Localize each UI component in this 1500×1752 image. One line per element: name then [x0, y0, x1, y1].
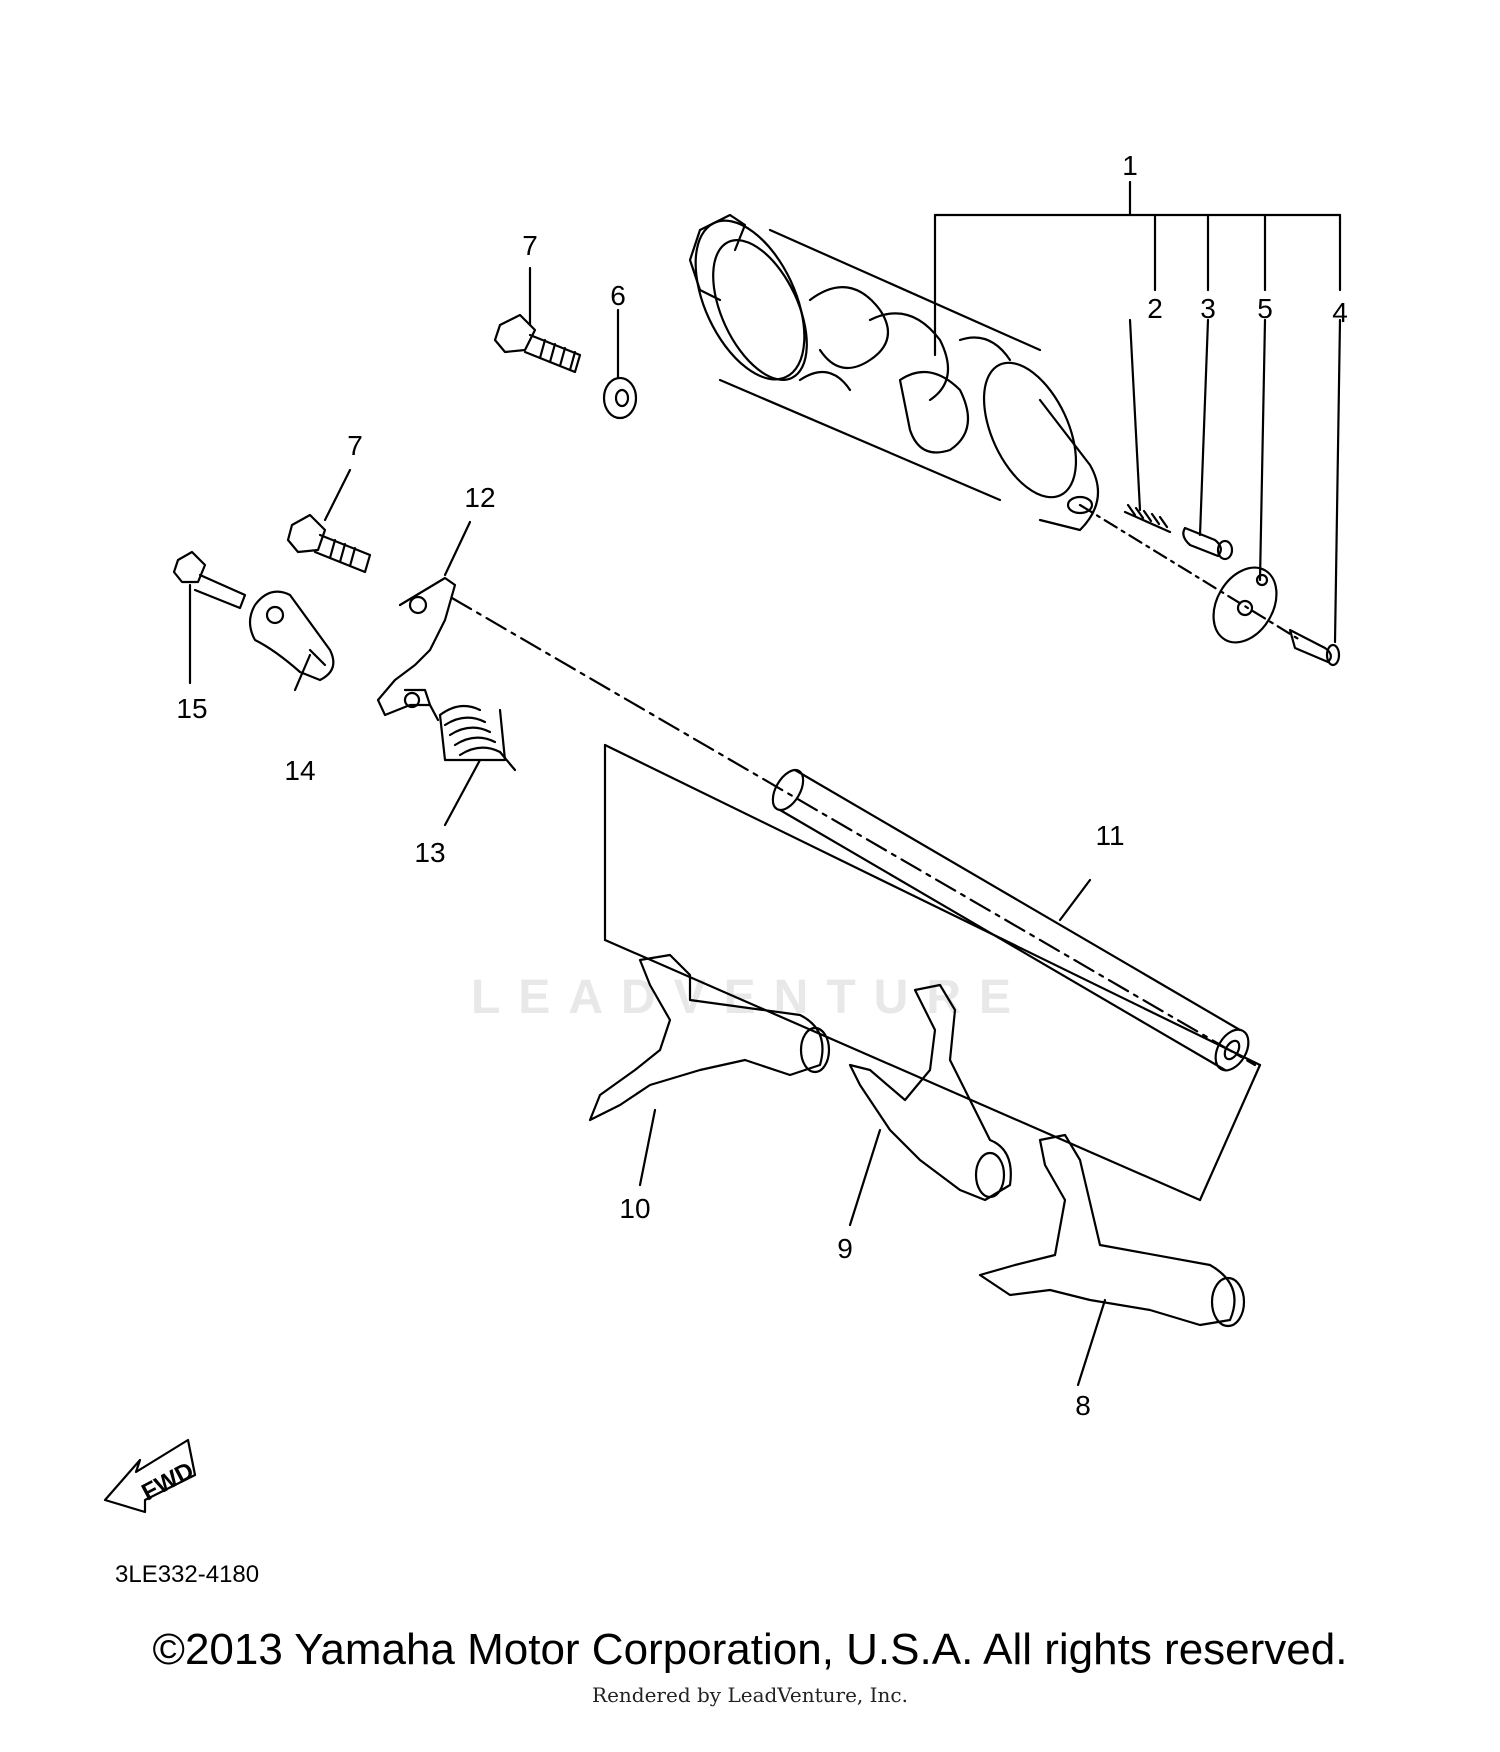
callout-5: 5: [1257, 293, 1273, 324]
leader-lines: [190, 268, 1340, 1385]
callout-1: 1: [1122, 150, 1138, 181]
callout-2: 2: [1147, 293, 1163, 324]
rendered-by-notice: Rendered by LeadVenture, Inc.: [592, 1683, 908, 1707]
callout-14: 14: [284, 755, 315, 786]
watermark: LEADVENTURE: [470, 971, 1030, 1024]
callout-9: 9: [837, 1233, 853, 1264]
callout-7-lower: 7: [347, 430, 363, 461]
washer-6: [604, 378, 636, 418]
fwd-arrow: [105, 1440, 195, 1512]
callout-11: 11: [1095, 820, 1124, 851]
diagram-part-number: 3LE332-4180: [115, 1561, 259, 1588]
callout-13: 13: [414, 837, 445, 868]
callout-labels: 1 2 3 5 4 7 6 7 12 15 14 13 11 10 9 8 FW…: [115, 150, 1348, 1588]
callout-15: 15: [176, 693, 207, 724]
bolt-15: [174, 552, 245, 608]
callout-8: 8: [1075, 1390, 1091, 1421]
shift-fork-10: [590, 955, 829, 1120]
shift-drum: [673, 204, 1098, 530]
shift-fork-8: [980, 1135, 1244, 1326]
fork-bracket: [605, 745, 1260, 1200]
stopper-lever-14: [250, 592, 333, 680]
copyright-notice: ©2013 Yamaha Motor Corporation, U.S.A. A…: [152, 1625, 1348, 1674]
callout-4: 4: [1332, 297, 1348, 328]
shift-lever-12: [378, 578, 455, 715]
torsion-spring-13: [430, 705, 515, 770]
bolt-7-lower: [288, 515, 370, 572]
callout-12: 12: [464, 482, 495, 513]
detent-parts: [1080, 505, 1339, 665]
callout-7-upper: 7: [522, 230, 538, 261]
assembly-bracket-1: [935, 182, 1340, 355]
shift-fork-9: [850, 985, 1011, 1200]
callout-6: 6: [610, 280, 626, 311]
bolt-7-upper: [495, 315, 580, 372]
callout-10: 10: [619, 1193, 650, 1224]
callout-3: 3: [1200, 293, 1216, 324]
